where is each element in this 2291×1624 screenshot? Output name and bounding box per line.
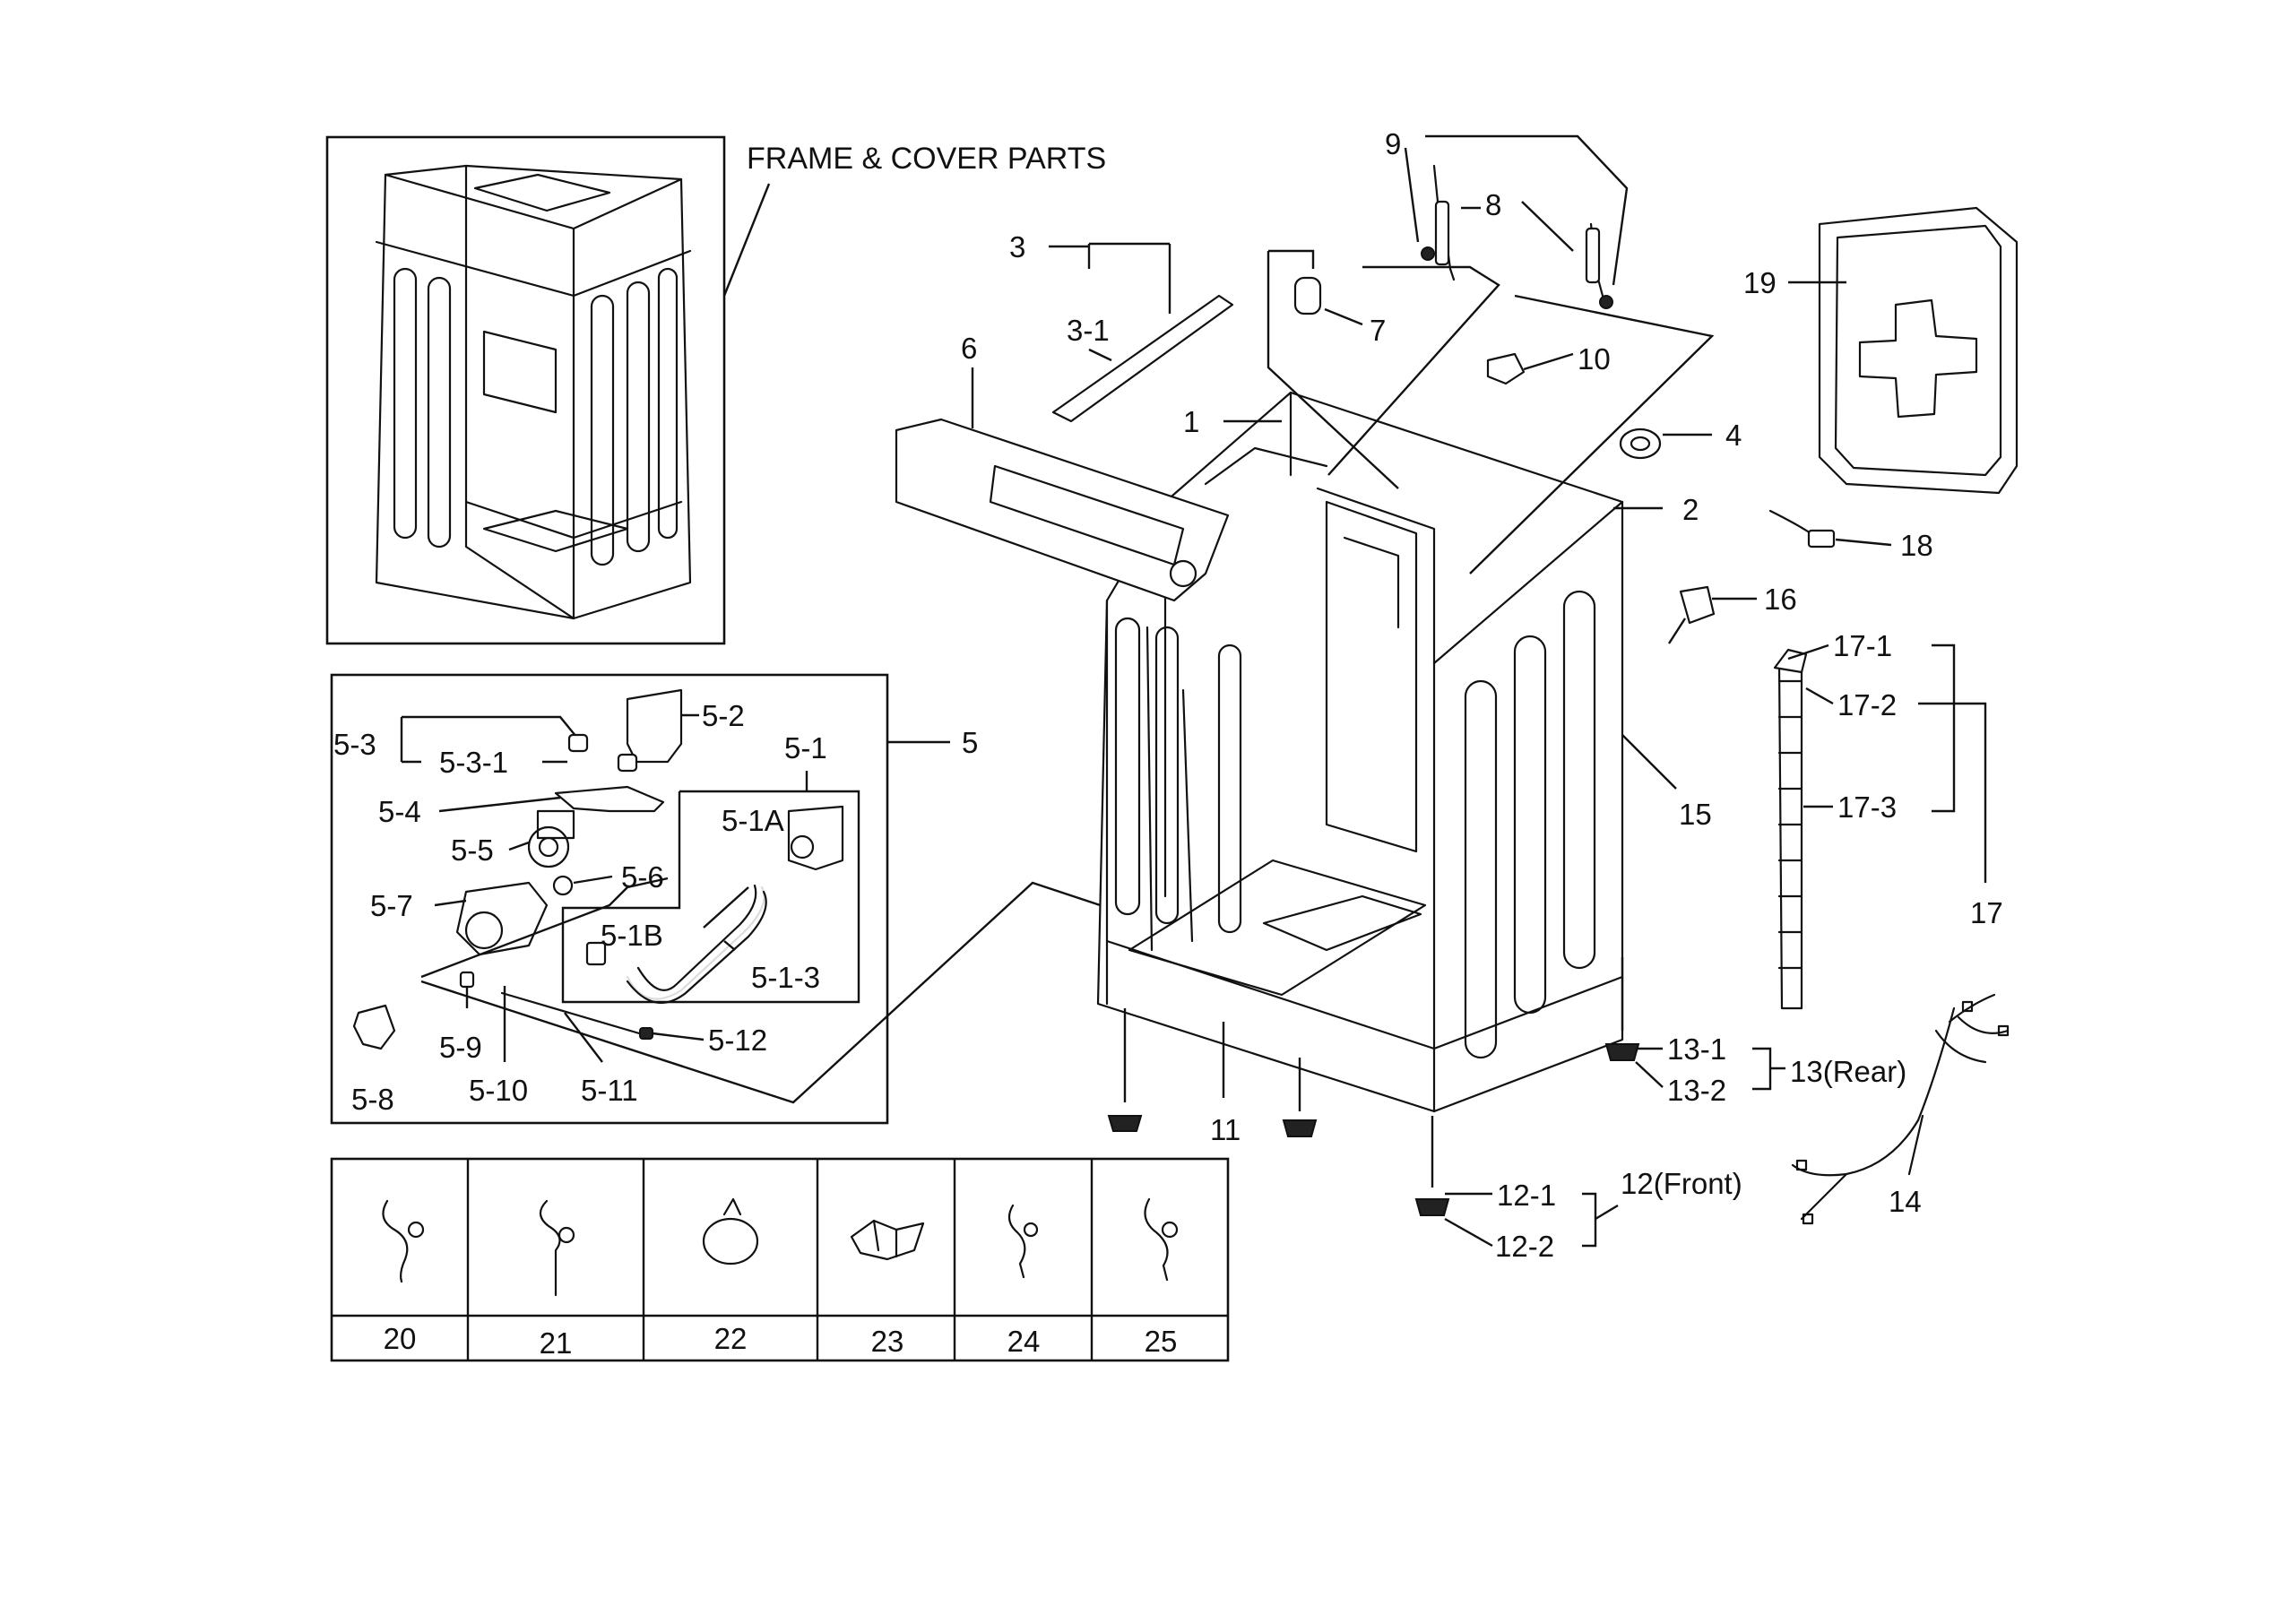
callout-17-1: 17-1: [1833, 629, 1892, 662]
callout-5-3-1: 5-3-1: [439, 746, 508, 779]
clip-22-icon: [702, 1197, 759, 1266]
callout-1: 1: [1183, 405, 1199, 438]
callout-5-8: 5-8: [351, 1083, 394, 1116]
callout-5-1a: 5-1A: [722, 804, 784, 837]
callout-17: 17: [1970, 896, 2003, 929]
control-panel-frame: 6: [895, 332, 1230, 602]
part-16: 16: [1667, 583, 1797, 644]
callout-14: 14: [1889, 1185, 1922, 1218]
callout-10: 10: [1578, 342, 1611, 376]
callout-3-1: 3-1: [1067, 314, 1110, 347]
callout-18: 18: [1900, 529, 1933, 562]
callout-13-rear: 13(Rear): [1790, 1055, 1906, 1088]
drain-hose: 17-1 17-2 17-3 17: [1773, 629, 2003, 1010]
callout-12-1: 12-1: [1497, 1179, 1556, 1212]
callout-4: 4: [1725, 419, 1742, 452]
callout-15: 15: [1679, 798, 1712, 831]
callout-3: 3: [1009, 230, 1025, 263]
clip-23-icon: [850, 1219, 925, 1261]
callout-9: 9: [1385, 127, 1401, 160]
callout-5-10: 5-10: [469, 1074, 528, 1107]
callout-5-11: 5-11: [581, 1074, 638, 1107]
clip-21-icon: [539, 1199, 575, 1297]
lid-frame: 19: [1743, 206, 2019, 495]
callout-11: 11: [1210, 1113, 1241, 1146]
callout-16: 16: [1764, 583, 1797, 616]
callout-12-2: 12-2: [1495, 1230, 1554, 1263]
clip-label-23: 23: [871, 1325, 904, 1358]
callout-5-3: 5-3: [333, 728, 376, 761]
callout-5-2: 5-2: [702, 699, 745, 732]
callout-5-7: 5-7: [370, 889, 413, 922]
clip-table: 20 21 22 23 24 25: [330, 1157, 1230, 1362]
clip-label-21: 21: [540, 1326, 573, 1360]
clip-label-20: 20: [384, 1322, 417, 1355]
callout-5-4: 5-4: [378, 795, 421, 828]
callout-5-5: 5-5: [451, 834, 494, 867]
clip-label-25: 25: [1145, 1325, 1178, 1358]
callout-13-1: 13-1: [1667, 1032, 1726, 1066]
callout-17-2: 17-2: [1837, 688, 1897, 721]
callout-5-1: 5-1: [784, 731, 827, 764]
clip-20-icon: [382, 1199, 425, 1283]
leveling-feet: [1107, 957, 1640, 1216]
diagram-title: FRAME & COVER PARTS: [747, 142, 1106, 176]
callout-5-1b: 5-1B: [601, 919, 663, 952]
top-rail: 3 3-1: [1009, 230, 1234, 423]
frame-overview-cabinet: [375, 164, 692, 620]
callout-5-9: 5-9: [439, 1031, 482, 1064]
callout-13-2: 13-2: [1667, 1074, 1726, 1107]
clip-label-22: 22: [714, 1322, 748, 1355]
callout-8: 8: [1485, 188, 1501, 221]
power-cord: 18: [1768, 509, 1933, 562]
callout-6: 6: [961, 332, 977, 365]
drain-pump-inset: 5 5-1 5-2 5-3 5-3-1 5-4 5-5 5-1A: [330, 673, 1480, 1125]
callout-17-3: 17-3: [1837, 790, 1897, 824]
cabinet-assembly: 1 2 3 3-1 6 7: [895, 127, 2019, 1263]
part-7: 7: [1267, 249, 1399, 489]
clip-label-24: 24: [1007, 1325, 1041, 1358]
callout-7: 7: [1370, 314, 1386, 347]
callout-12-front: 12(Front): [1621, 1167, 1742, 1200]
callout-2: 2: [1682, 493, 1699, 526]
clip-25-icon: [1144, 1197, 1179, 1282]
clip-24-icon: [1007, 1204, 1039, 1279]
suspension-springs: 8 9: [1327, 127, 1715, 574]
frame-overview-inset: FRAME & COVER PARTS: [325, 135, 1106, 645]
wire-harness: [1791, 993, 2010, 1225]
callout-5-12: 5-12: [708, 1024, 767, 1057]
callout-5: 5: [962, 726, 978, 759]
callout-5-1-3: 5-1-3: [751, 961, 820, 994]
callout-19: 19: [1743, 266, 1777, 299]
